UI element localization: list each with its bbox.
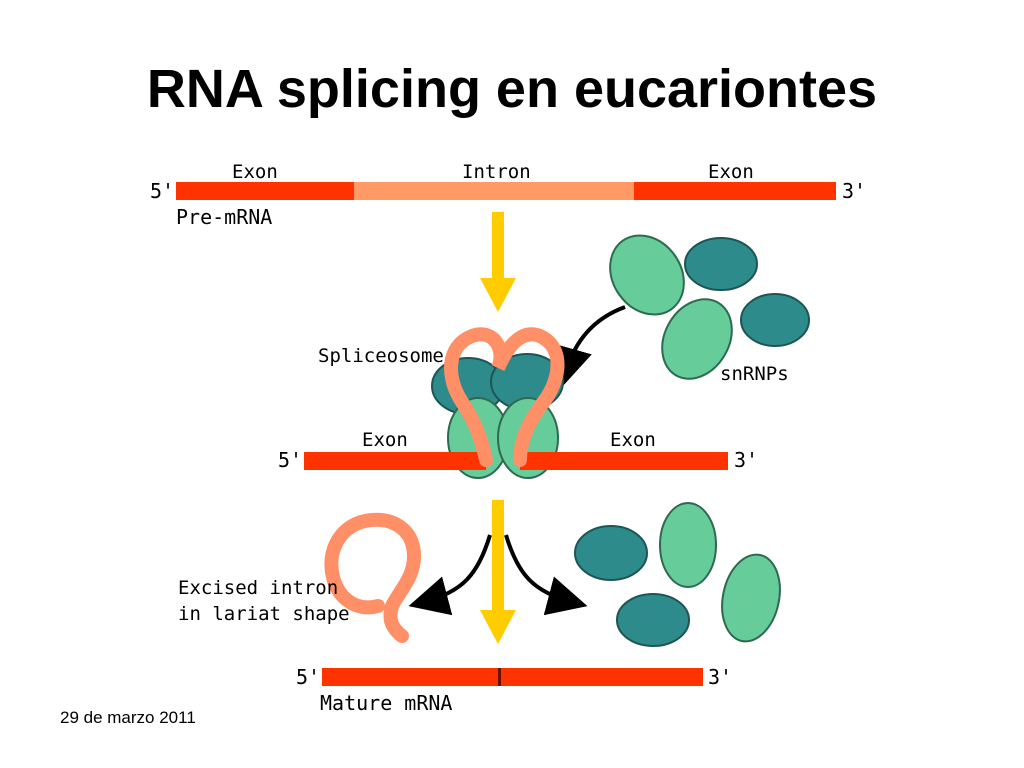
spliceosome-label: Spliceosome xyxy=(318,345,444,367)
intron-loop xyxy=(444,327,565,467)
snrnp-particle xyxy=(661,298,733,380)
pre-mrna-intron-label: Intron xyxy=(462,161,531,183)
mature-mrna-exon-left xyxy=(322,668,500,686)
snrnp-particle xyxy=(609,234,685,316)
snrnp-release-arrow-icon xyxy=(504,534,588,616)
yellow-down-arrow-icon xyxy=(480,212,516,312)
spliceosome-three-prime: 3' xyxy=(734,448,758,472)
pre-mrna-five-prime: 5' xyxy=(150,179,174,203)
snrnps-label: snRNPs xyxy=(720,363,789,385)
mature-mrna-five-prime: 5' xyxy=(296,665,320,689)
pre-mrna-three-prime: 3' xyxy=(842,179,866,203)
mature-mrna-three-prime: 3' xyxy=(708,665,732,689)
snrnp-particle xyxy=(574,525,648,581)
snrnps-cluster xyxy=(609,234,810,380)
pre-mrna-intron xyxy=(354,182,634,200)
mature-mrna-exon-right xyxy=(501,668,703,686)
pre-mrna-exon-left-label: Exon xyxy=(232,161,278,183)
spliceosome-exon-left xyxy=(304,452,486,470)
pre-mrna-label: Pre-mRNA xyxy=(176,205,272,229)
spliceosome-exon-right xyxy=(520,452,728,470)
excised-intron-label-line1: Excised intron xyxy=(178,577,338,599)
spliceosome-exon-left-label: Exon xyxy=(362,429,408,451)
spliceosome-exon-right-label: Exon xyxy=(610,429,656,451)
snrnp-particle xyxy=(684,237,758,291)
mature-mrna-label: Mature mRNA xyxy=(320,691,452,715)
footer-date: 29 de marzo 2011 xyxy=(60,708,196,727)
assembly-arrow-icon xyxy=(553,305,626,388)
snrnp-particle xyxy=(740,293,810,347)
snrnp-particle xyxy=(721,553,781,643)
mature-mrna-junction xyxy=(498,668,501,686)
yellow-down-arrow-icon xyxy=(480,500,516,644)
pre-mrna-exon-left xyxy=(176,182,354,200)
snrnp-particle xyxy=(616,593,690,647)
pre-mrna-strand xyxy=(176,182,836,200)
excised-intron-label-line2: in lariat shape xyxy=(178,603,350,625)
intron-release-arrow-icon xyxy=(408,534,492,616)
spliceosome-five-prime: 5' xyxy=(278,448,302,472)
pre-mrna-exon-right-label: Exon xyxy=(708,161,754,183)
lariat-intron xyxy=(324,512,422,643)
snrnp-particle xyxy=(659,502,717,588)
released-snrnps-cluster xyxy=(574,502,781,647)
slide-title: RNA splicing en eucariontes xyxy=(146,59,878,119)
pre-mrna-exon-right xyxy=(634,182,836,200)
